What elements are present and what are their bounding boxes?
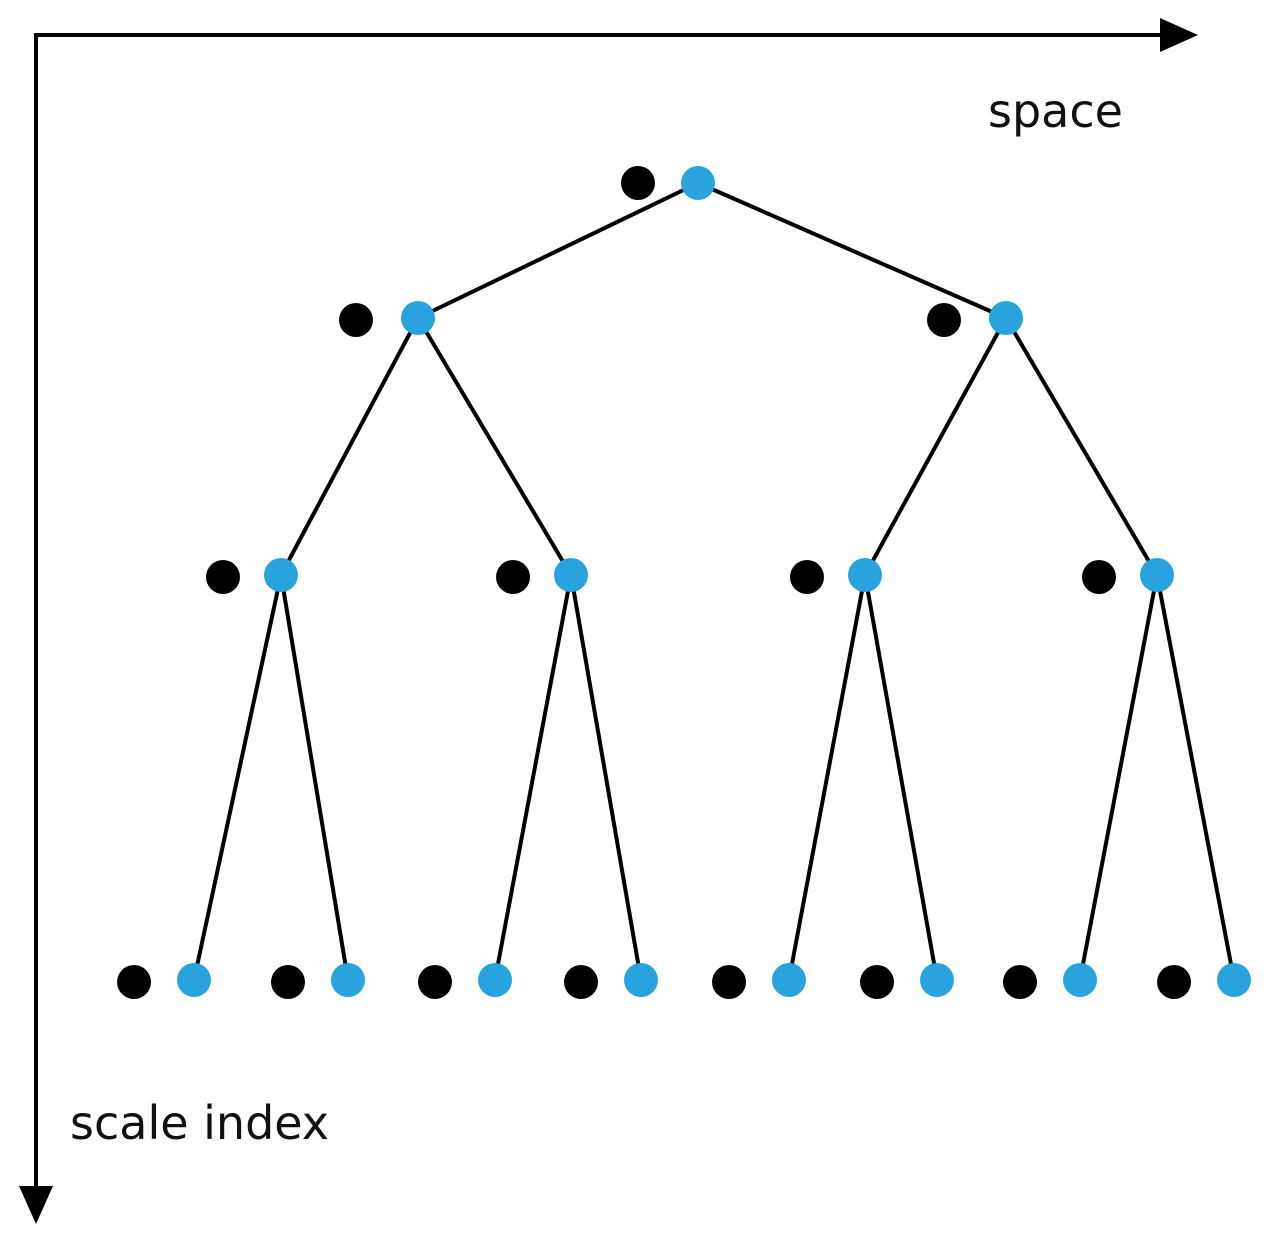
black-node xyxy=(206,560,240,594)
tree-edge xyxy=(493,574,573,981)
axes xyxy=(19,18,1198,1224)
blue-node xyxy=(1217,963,1251,997)
tree-edge xyxy=(416,316,573,577)
tree-nodes xyxy=(117,166,1251,999)
blue-node xyxy=(554,558,588,592)
blue-node xyxy=(848,558,882,592)
space-axis-label: space xyxy=(988,84,1123,138)
black-node xyxy=(117,965,151,999)
black-node xyxy=(564,965,598,999)
tree-edge xyxy=(697,181,1007,320)
black-node xyxy=(339,303,373,337)
black-node xyxy=(712,965,746,999)
black-node xyxy=(860,965,894,999)
blue-node xyxy=(772,963,806,997)
tree-edge xyxy=(863,317,1008,576)
tree-edge xyxy=(279,574,350,981)
blue-node xyxy=(624,963,658,997)
black-node xyxy=(1157,965,1191,999)
tree-edge xyxy=(787,574,867,981)
blue-node xyxy=(681,166,715,200)
tree-edge xyxy=(417,181,699,320)
blue-node xyxy=(1063,963,1097,997)
blue-node xyxy=(264,558,298,592)
blue-node xyxy=(920,963,954,997)
blue-node xyxy=(177,963,211,997)
black-node xyxy=(1082,560,1116,594)
tree-edge xyxy=(1078,574,1159,981)
blue-node xyxy=(1140,558,1174,592)
tree-edge xyxy=(569,574,643,981)
space-axis-arrowhead xyxy=(1160,18,1198,52)
tree-edge xyxy=(1004,316,1159,577)
black-node xyxy=(271,965,305,999)
tree-edge xyxy=(1155,574,1236,981)
scale-index-axis-label: scale index xyxy=(70,1096,329,1150)
blue-node xyxy=(989,301,1023,335)
blue-node xyxy=(331,963,365,997)
scale-index-axis-arrowhead xyxy=(19,1186,53,1224)
black-node xyxy=(621,166,655,200)
blue-node xyxy=(401,301,435,335)
black-node xyxy=(1003,965,1037,999)
black-node xyxy=(927,303,961,337)
tree-edges xyxy=(192,181,1236,981)
tree-edge xyxy=(279,317,420,576)
black-node xyxy=(790,560,824,594)
black-node xyxy=(418,965,452,999)
tree-edge xyxy=(863,574,939,981)
blue-node xyxy=(478,963,512,997)
tree-edge xyxy=(192,574,283,981)
black-node xyxy=(496,560,530,594)
